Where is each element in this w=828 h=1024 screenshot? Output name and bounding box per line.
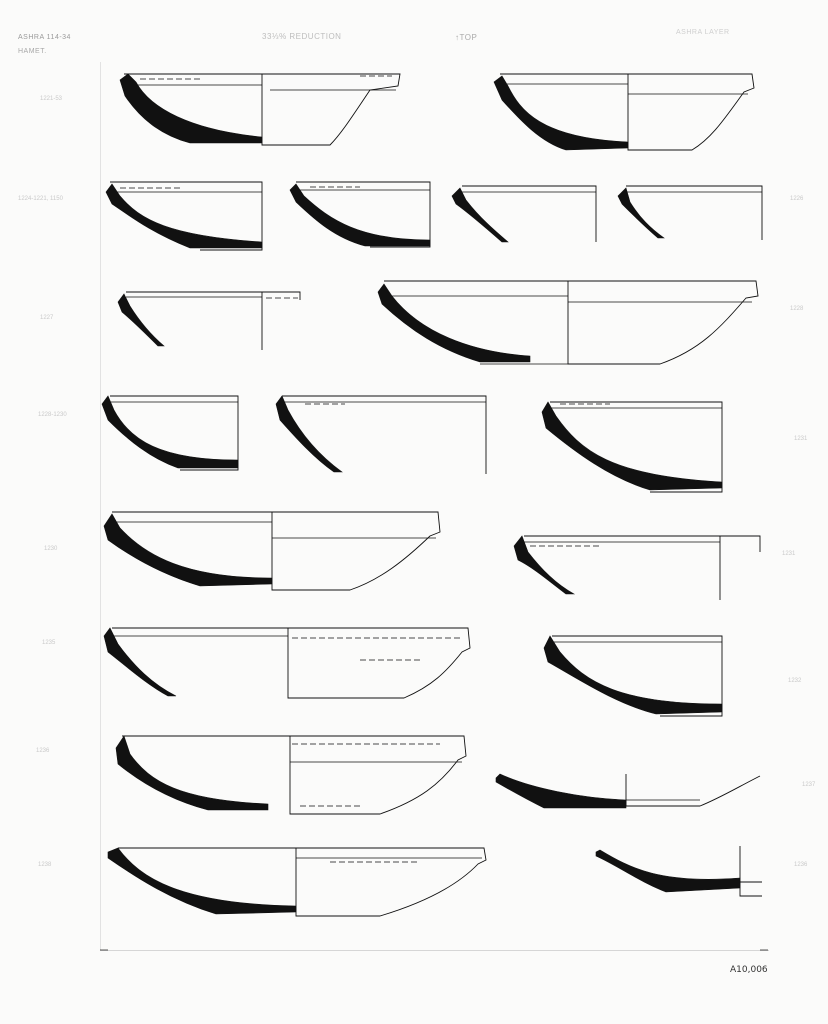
left-note: 1236 bbox=[36, 748, 50, 754]
bowl-9 bbox=[101, 395, 239, 471]
bowl-4 bbox=[289, 181, 431, 248]
bowl-8 bbox=[377, 280, 759, 365]
right-note: 1228 bbox=[790, 306, 804, 312]
left-note: 1224-1221, 1150 bbox=[18, 196, 63, 202]
right-note: 1237 bbox=[802, 782, 816, 788]
sheet-id: A10,006 bbox=[730, 965, 768, 975]
bowl-11 bbox=[541, 401, 723, 493]
header-area-label: HAMET. bbox=[18, 48, 47, 55]
right-note: 1231 bbox=[794, 436, 808, 442]
bowl-7 bbox=[117, 291, 301, 350]
right-note: 1236 bbox=[794, 862, 808, 868]
header-right-note: ASHRA LAYER bbox=[676, 29, 730, 36]
left-note: 1235 bbox=[42, 640, 56, 646]
left-note: 1230 bbox=[44, 546, 58, 552]
left-note: 1238 bbox=[38, 862, 52, 868]
bowl-17 bbox=[495, 773, 761, 809]
bowl-2 bbox=[493, 73, 755, 151]
bowl-19 bbox=[595, 846, 762, 897]
bowl-16 bbox=[115, 735, 467, 815]
header-scale-note: 33⅓% REDUCTION bbox=[262, 32, 342, 41]
bowl-10 bbox=[275, 395, 487, 474]
bowl-15 bbox=[543, 635, 723, 717]
header-site-label: ASHRA 114-34 bbox=[18, 34, 71, 41]
left-note: 1227 bbox=[40, 315, 54, 321]
left-note: 1228-1230 bbox=[38, 412, 67, 418]
bowl-18 bbox=[107, 847, 487, 917]
bowl-5 bbox=[451, 185, 597, 243]
bowl-6 bbox=[617, 185, 763, 240]
bowl-14 bbox=[103, 627, 471, 699]
right-note: 1231 bbox=[782, 551, 796, 557]
header-top-marker: ↑TOP bbox=[455, 33, 478, 42]
sheet-frame bbox=[100, 62, 769, 951]
right-note: 1226 bbox=[790, 196, 804, 202]
right-note: 1232 bbox=[788, 678, 802, 684]
bowl-1 bbox=[119, 73, 401, 146]
bowl-3 bbox=[105, 181, 263, 251]
bowl-13 bbox=[513, 535, 761, 600]
top-marker-label: TOP bbox=[459, 33, 478, 42]
bowl-12 bbox=[103, 511, 441, 591]
left-note: 1221-53 bbox=[40, 96, 63, 102]
